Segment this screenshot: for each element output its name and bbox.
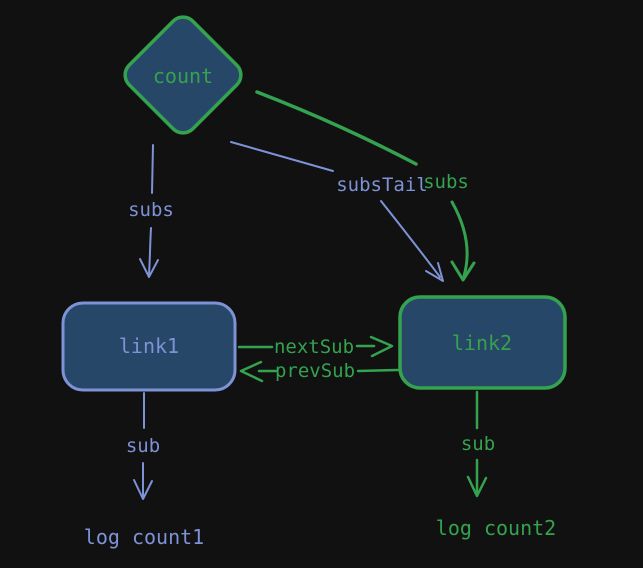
arrowhead-down-icon: [450, 260, 476, 282]
edge-count-link2-subs[interactable]: subs: [255, 90, 476, 282]
edge-label-nextsub: nextSub: [274, 336, 354, 358]
node-count[interactable]: count: [119, 11, 246, 138]
edge-line: [151, 144, 154, 194]
edge-line: [148, 227, 152, 275]
edge-link1-sub[interactable]: sub: [126, 392, 160, 500]
link2-rect-shape: [398, 295, 567, 390]
edge-count-link2-substail[interactable]: subsTail: [230, 141, 444, 282]
edge-link1-link2-nextsub[interactable]: nextSub: [237, 335, 394, 358]
edge-line: [230, 141, 334, 172]
edge-label-sub: sub: [461, 433, 495, 455]
output-log-count2[interactable]: log count2: [436, 516, 556, 540]
edge-label-subs: subs: [423, 171, 469, 193]
edge-line: [356, 368, 400, 373]
edge-label-prevsub: prevSub: [275, 360, 355, 382]
arrowhead-down-icon: [139, 258, 159, 278]
node-count-label: count: [153, 64, 213, 88]
arrowhead-left-icon: [239, 360, 264, 383]
node-link2[interactable]: link2: [398, 295, 567, 390]
output-log-count1[interactable]: log count1: [84, 525, 204, 549]
node-link1[interactable]: link1: [61, 301, 237, 392]
arrowhead-down-icon: [466, 475, 488, 498]
link1-rect-shape: [61, 301, 237, 392]
arrowhead-right-icon: [369, 335, 394, 358]
edge-link2-link1-prevsub[interactable]: prevSub: [239, 360, 400, 383]
arrowhead-diagonal-icon: [425, 262, 444, 282]
edge-link2-sub[interactable]: sub: [461, 390, 495, 498]
count-diamond-shape: [123, 15, 243, 135]
edge-label-subs: subs: [128, 199, 174, 221]
edge-count-link1-subs[interactable]: subs: [128, 144, 174, 278]
edge-line: [380, 200, 441, 278]
edge-line: [450, 200, 469, 278]
arrowhead-down-icon: [133, 479, 153, 500]
edge-line: [255, 90, 418, 166]
edge-label-sub: sub: [126, 435, 160, 457]
node-link2-label: link2: [452, 331, 512, 355]
edge-label-substail: subsTail: [336, 174, 428, 196]
node-link1-label: link1: [119, 334, 179, 358]
